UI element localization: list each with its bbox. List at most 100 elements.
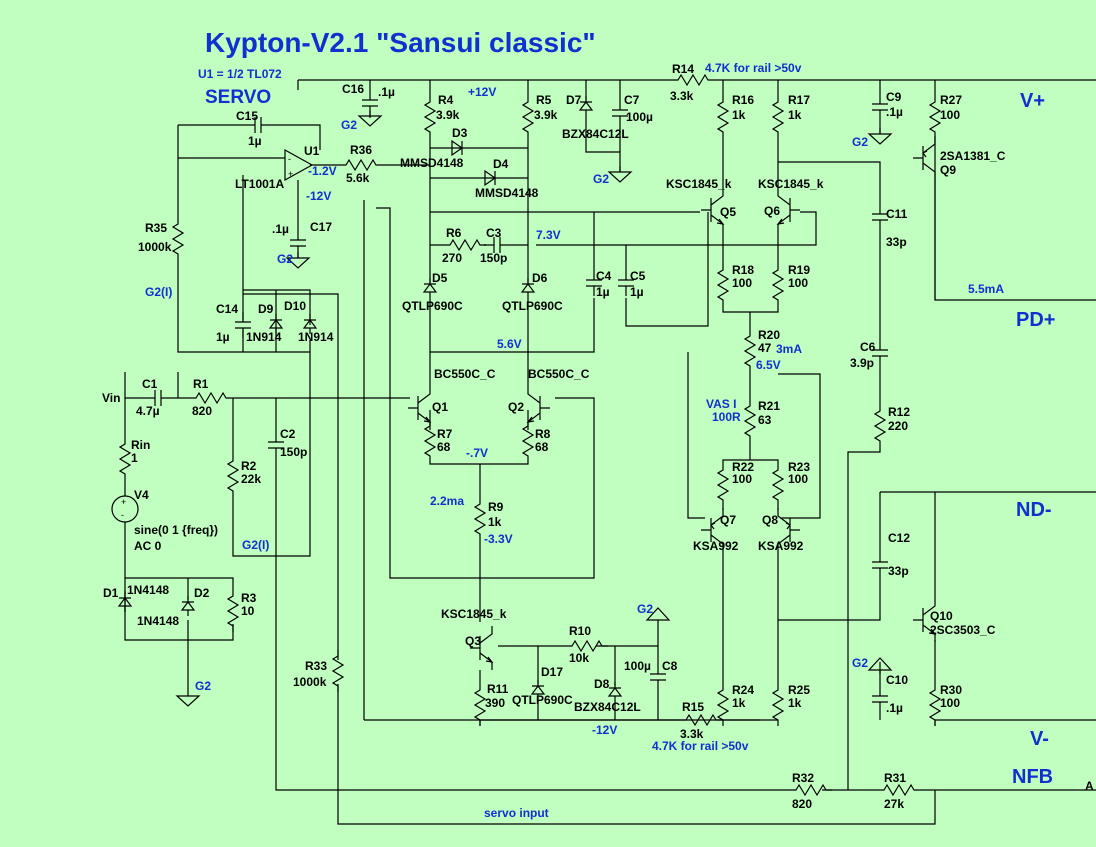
d3-val: MMSD4148 (400, 156, 464, 170)
r21-ref: R21 (758, 399, 780, 413)
port-labels: V+ PD+ ND- V- NFB A (1012, 90, 1094, 793)
c16-ref: C16 (342, 82, 364, 96)
port-ndminus: ND- (1016, 499, 1052, 521)
net-minus1-2: -1.2V (308, 164, 337, 178)
q10-val: 2SC3503_C (930, 623, 996, 637)
r22-ref: R22 (732, 460, 754, 474)
r5-ref: R5 (536, 93, 552, 107)
r3-val: 10 (241, 604, 255, 618)
q8-ref: Q8 (762, 513, 778, 527)
u1-val: LT1001A (235, 177, 284, 191)
d7-val: BZX84C12L (562, 127, 629, 141)
r30-val: 100 (940, 696, 960, 710)
r33-val: 1000k (293, 675, 327, 689)
net-servo-input: servo input (484, 806, 549, 820)
svg-text:+: + (288, 169, 293, 179)
r32-val: 820 (792, 797, 812, 811)
c6-ref: C6 (860, 340, 876, 354)
c4-ref: C4 (596, 269, 612, 283)
r6-val: 270 (442, 251, 462, 265)
q1-ref: Q1 (432, 400, 448, 414)
r19-ref: R19 (788, 263, 810, 277)
c14-ref: C14 (216, 302, 238, 316)
net-6-5v: 6.5V (756, 358, 781, 372)
q1-val: BC550C_C (434, 367, 496, 381)
d8-val: BZX84C12L (574, 700, 641, 714)
d1-ref: D1 (103, 586, 119, 600)
r32-ref: R32 (792, 771, 814, 785)
c2-ref: C2 (280, 427, 296, 441)
r12-ref: R12 (888, 405, 910, 419)
schematic-title: Kypton-V2.1 "Sansui classic" (205, 27, 596, 58)
net-g2-c17: G2 (277, 252, 293, 266)
r2-val: 22k (241, 472, 261, 486)
port-vplus: V+ (1020, 90, 1045, 112)
r14-ref: R14 (672, 62, 694, 76)
c9-val: .1µ (886, 105, 903, 119)
d9-ref: D9 (258, 302, 274, 316)
opamp-u1: - + (284, 148, 314, 182)
r3-ref: R3 (241, 591, 257, 605)
r10-ref: R10 (569, 624, 591, 638)
c7-val: 100µ (626, 110, 653, 124)
r36-val: 5.6k (346, 171, 370, 185)
net-rail-note-top: 4.7K for rail >50v (705, 61, 802, 75)
v4-ref: V4 (134, 488, 149, 502)
rin-val: 1 (131, 451, 138, 465)
port-nfb: NFB (1012, 766, 1053, 788)
d6-val: QTLP690C (502, 299, 563, 313)
q8-val: KSA992 (758, 539, 804, 553)
u1-ref: U1 (304, 144, 320, 158)
c10-val: .1µ (886, 701, 903, 715)
r27-ref: R27 (940, 93, 962, 107)
r25-ref: R25 (788, 683, 810, 697)
r16-ref: R16 (732, 93, 754, 107)
c15-ref: C15 (236, 109, 258, 123)
q9-ref: Q9 (940, 163, 956, 177)
d7-ref: D7 (566, 93, 582, 107)
d8-ref: D8 (594, 677, 610, 691)
servo-note: U1 = 1/2 TL072 (198, 67, 282, 81)
r7-val: 68 (437, 440, 451, 454)
q3-ref: Q3 (465, 634, 481, 648)
c15-val: 1µ (248, 134, 262, 148)
v4-val2: AC 0 (134, 539, 162, 553)
r9-val: 1k (488, 515, 502, 529)
net-rail-note-bot: 4.7K for rail >50v (652, 739, 749, 753)
d3-ref: D3 (452, 126, 468, 140)
d17-ref: D17 (541, 665, 563, 679)
c12-ref: C12 (888, 531, 910, 545)
c8-val: 100µ (624, 659, 651, 673)
net-5-6v: 5.6V (497, 337, 522, 351)
q7-ref: Q7 (720, 513, 736, 527)
c5-val: 1µ (630, 285, 644, 299)
r31-ref: R31 (884, 771, 906, 785)
d10-val: 1N914 (298, 330, 334, 344)
net-vin: Vin (102, 391, 120, 405)
c14-val: 1µ (216, 330, 230, 344)
r30-ref: R30 (940, 683, 962, 697)
q3-val: KSC1845_k (441, 607, 507, 621)
c10-ref: C10 (886, 673, 908, 687)
r19-val: 100 (788, 276, 808, 290)
net-g2i-2: G2(I) (242, 538, 269, 552)
r18-ref: R18 (732, 263, 754, 277)
c17-val: .1µ (272, 222, 289, 236)
c8-ref: C8 (662, 659, 678, 673)
net-5-5ma: 5.5mA (968, 282, 1004, 296)
r4-val: 3.9k (436, 108, 460, 122)
r35-ref: R35 (145, 221, 167, 235)
q7-val: KSA992 (693, 539, 739, 553)
r25-val: 1k (788, 696, 802, 710)
net-plus12: +12V (468, 85, 496, 99)
r33-ref: R33 (305, 659, 327, 673)
r15-val: 3.3k (680, 727, 704, 741)
c16-val: .1µ (378, 85, 395, 99)
r17-val: 1k (788, 108, 802, 122)
r1-val: 820 (192, 404, 212, 418)
net-g2-c7: G2 (593, 172, 609, 186)
net-3ma: 3mA (776, 342, 802, 356)
r12-val: 220 (888, 419, 908, 433)
d4-ref: D4 (493, 157, 509, 171)
r17-ref: R17 (788, 93, 810, 107)
